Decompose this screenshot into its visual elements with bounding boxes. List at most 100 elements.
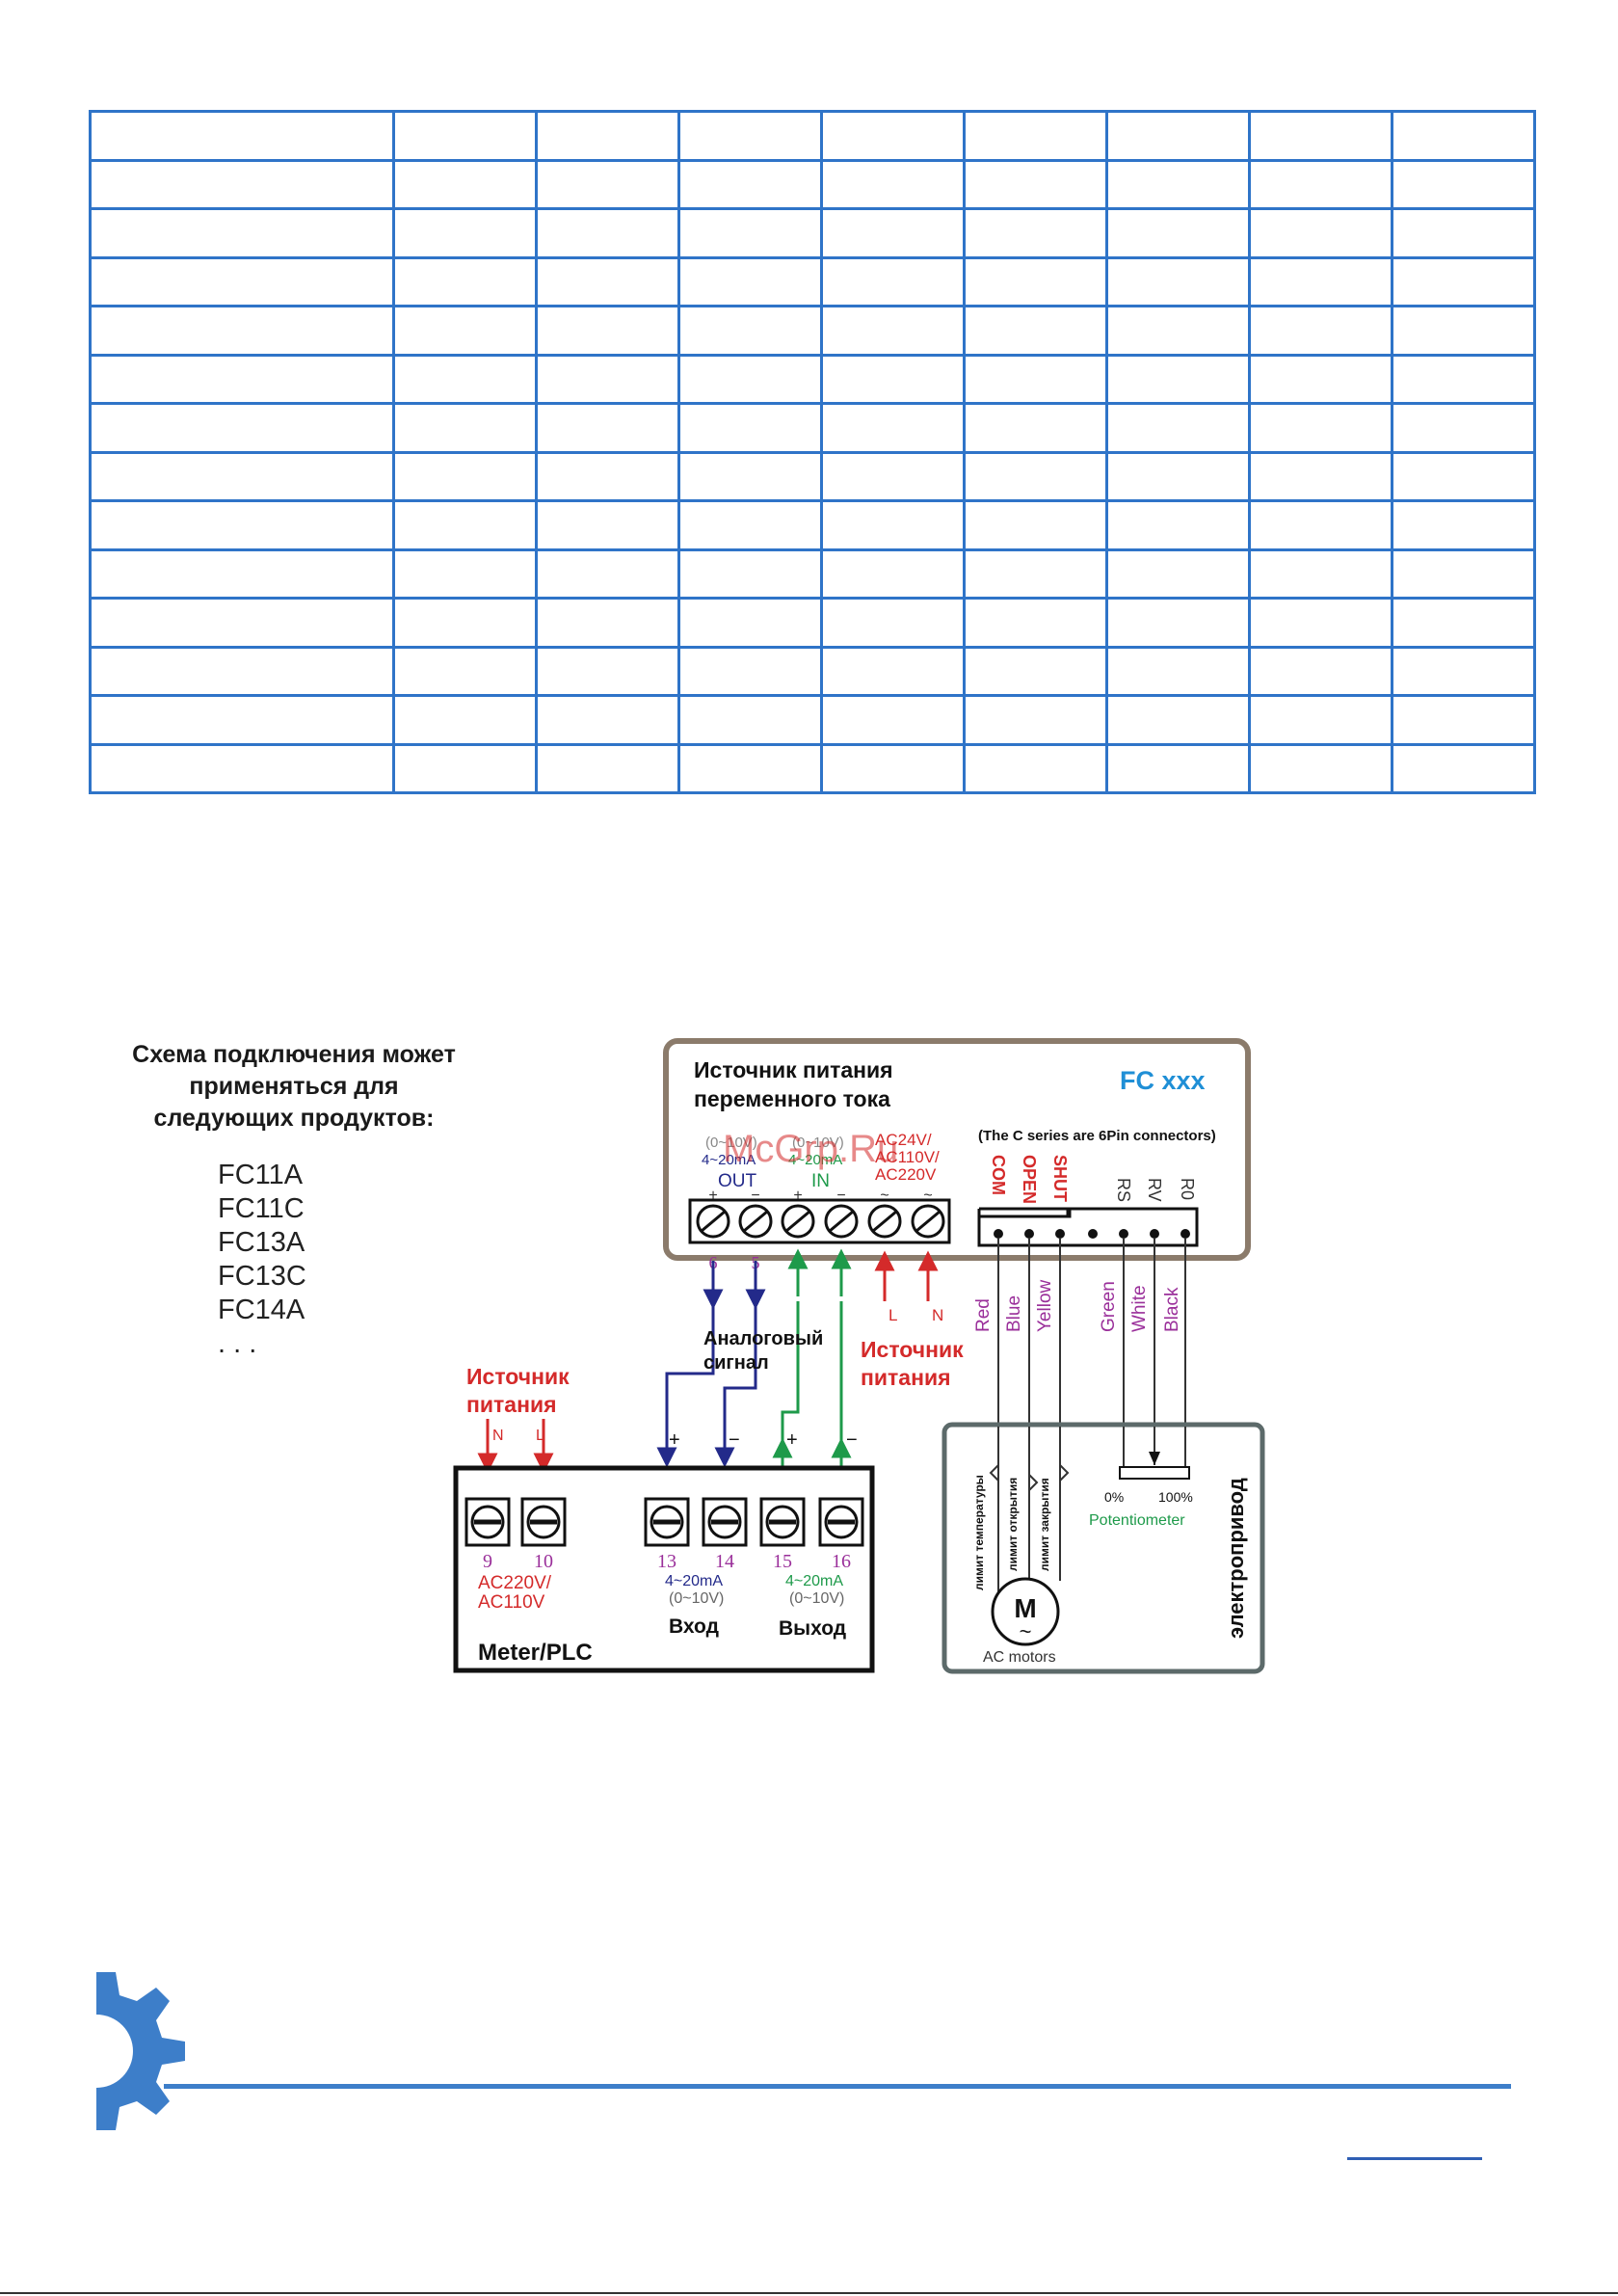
table-cell — [1391, 499, 1536, 551]
table-cell — [535, 597, 680, 649]
table-cell — [89, 645, 395, 697]
table-row — [89, 305, 1536, 357]
table-cell — [963, 450, 1108, 502]
potentiometer-body — [1119, 1466, 1190, 1480]
wire-color-green: Green — [1099, 1281, 1119, 1332]
table-cell — [89, 597, 395, 649]
table-cell — [1105, 305, 1251, 357]
actuator-box — [942, 1422, 1265, 1674]
table-cell — [392, 645, 538, 697]
table-cell — [392, 597, 538, 649]
table-cell — [820, 110, 966, 162]
table-cell — [89, 255, 395, 307]
table-cell — [535, 645, 680, 697]
fc-out-range: (0~10V) — [705, 1135, 757, 1151]
table-cell — [1391, 402, 1536, 454]
fc-ac-line: AC220V — [875, 1165, 937, 1184]
meter-in-range: (0~10V) — [669, 1590, 724, 1607]
table-cell — [535, 742, 680, 794]
limit-open-label: лимит открытия — [1006, 1478, 1020, 1571]
table-cell — [820, 547, 966, 600]
meter-power-label: Источник — [466, 1364, 570, 1389]
table-cell — [1391, 547, 1536, 600]
fc-n-label: N — [932, 1306, 943, 1324]
table-cell — [1105, 499, 1251, 551]
fc-sign: + — [708, 1188, 717, 1204]
pin-label-open: OPEN — [1020, 1155, 1039, 1204]
footer-link-underline[interactable] — [1347, 2157, 1482, 2160]
table-cell — [535, 402, 680, 454]
table-cell — [963, 547, 1108, 600]
table-cell — [677, 694, 823, 746]
wire-color-black: Black — [1162, 1287, 1182, 1332]
meter-out-range: (0~10V) — [789, 1590, 844, 1607]
motor-tilde: ~ — [1020, 1619, 1032, 1643]
fc-c-series-note: (The C series are 6Pin connectors) — [978, 1128, 1216, 1144]
table-cell — [392, 742, 538, 794]
footer-divider — [164, 2084, 1511, 2089]
table-cell — [535, 305, 680, 357]
meter-terminal-number: 14 — [715, 1551, 734, 1572]
table-cell — [677, 547, 823, 600]
table-cell — [963, 694, 1108, 746]
analog-signal-label: Аналоговый — [703, 1328, 823, 1349]
table-cell — [89, 207, 395, 259]
fc-in-label: IN — [811, 1171, 830, 1191]
analog-signal-label: сигнал — [703, 1352, 769, 1374]
table-cell — [89, 305, 395, 357]
actuator-pin-header — [977, 1207, 1199, 1247]
table-cell — [89, 110, 395, 162]
pin-dot — [1088, 1229, 1098, 1239]
table-cell — [89, 547, 395, 600]
table-row — [89, 402, 1536, 454]
actuator-title: электропривод — [1224, 1478, 1248, 1639]
products-list: FC11A FC11C FC13A FC13C FC14A . . . — [218, 1159, 306, 1361]
fc-in-current: 4~20mA — [788, 1152, 842, 1168]
table-cell — [1105, 645, 1251, 697]
table-cell — [392, 499, 538, 551]
table-cell — [392, 694, 538, 746]
table-cell — [677, 207, 823, 259]
fc-out-label: OUT — [718, 1171, 757, 1191]
table-row — [89, 207, 1536, 259]
table-cell — [820, 694, 966, 746]
meter-out-range: 4~20mA — [785, 1573, 843, 1589]
table-cell — [1248, 305, 1393, 357]
table-cell — [1105, 353, 1251, 405]
table-row — [89, 450, 1536, 502]
table-cell — [535, 694, 680, 746]
product-item: FC11A — [218, 1160, 304, 1190]
meter-terminal-number: 15 — [773, 1551, 792, 1572]
table-row — [89, 547, 1536, 600]
table-cell — [89, 353, 395, 405]
limit-temp-label: лимит температуры — [972, 1475, 986, 1590]
table-cell — [1105, 207, 1251, 259]
wire-color-blue: Blue — [1004, 1295, 1024, 1332]
table-cell — [820, 742, 966, 794]
table-cell — [677, 158, 823, 210]
pin-dot — [1119, 1229, 1128, 1239]
pin-dot — [1055, 1229, 1065, 1239]
table-cell — [392, 353, 538, 405]
meter-power-spec: AC110V — [478, 1592, 545, 1613]
table-cell — [677, 499, 823, 551]
table-cell — [1105, 694, 1251, 746]
table-cell — [677, 645, 823, 697]
table-cell — [1248, 742, 1393, 794]
fc-power-label: Источник — [861, 1337, 964, 1362]
table-cell — [820, 158, 966, 210]
table-row — [89, 597, 1536, 649]
table-cell — [1105, 402, 1251, 454]
table-cell — [89, 499, 395, 551]
table-cell — [677, 255, 823, 307]
pin-label-com: COM — [989, 1155, 1008, 1195]
fc-l-label: L — [889, 1306, 897, 1324]
pot-max-label: 100% — [1158, 1489, 1193, 1505]
table-cell — [963, 353, 1108, 405]
table-cell — [963, 499, 1108, 551]
meter-terminal-number: 10 — [534, 1551, 553, 1572]
fc-sign: − — [836, 1188, 845, 1204]
table-cell — [392, 450, 538, 502]
table-cell — [1248, 110, 1393, 162]
